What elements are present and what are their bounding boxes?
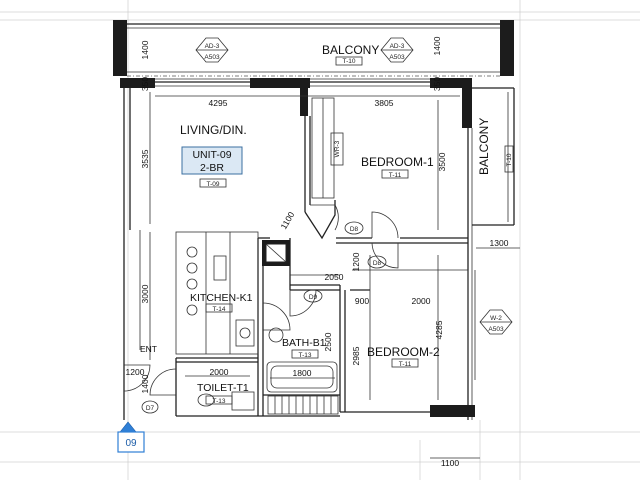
dim-bed2-2985: 2985	[351, 346, 361, 365]
dim-wall-right: 350	[432, 77, 442, 91]
dim-diag-1100: 1100	[279, 210, 297, 231]
dim-living-depth: 3535	[140, 149, 150, 168]
elevation-tag-shapes	[195, 37, 514, 335]
toilet-tag: T-13	[212, 398, 225, 405]
labels: BALCONY T-10 BALCONY T-10 LIVING/DIN. UN…	[126, 36, 513, 468]
dim-bedroom1-width: 3805	[375, 98, 394, 108]
bath-tag: T-13	[298, 352, 311, 359]
kitchen-fixtures	[149, 231, 259, 360]
bedroom1-tag: T-11	[389, 172, 402, 179]
dimension-lines	[139, 92, 520, 459]
shaft	[262, 240, 290, 266]
balcony-side-tag: T-10	[506, 153, 513, 166]
dim-bed2-2000: 2000	[412, 296, 431, 306]
balcony-side-label: BALCONY	[477, 118, 491, 175]
ad3-left-top: AD-3	[205, 43, 220, 50]
living-tag: T-09	[206, 181, 219, 188]
balcony-side-outline	[472, 87, 515, 226]
dim-toilet-1400: 1400	[140, 374, 150, 393]
dim-wall-left: 350	[140, 77, 150, 91]
w2-bottom: A503	[488, 326, 504, 333]
balcony-top-outline	[113, 20, 514, 77]
dim-bath-2500: 2500	[323, 332, 333, 351]
door-tag-shapes	[141, 132, 387, 414]
dim-toilet-1200: 1200	[126, 367, 145, 377]
w2-top: W-2	[490, 315, 502, 322]
bedroom1-label: BEDROOM-1	[361, 155, 434, 169]
toilet-label: TOILET-T1	[197, 382, 249, 394]
windows	[155, 78, 476, 380]
dim-bottom-1100: 1100	[441, 458, 460, 468]
doors	[123, 204, 399, 396]
unit-label-line1: UNIT-09	[192, 149, 231, 161]
dim-balcony-depth-right: 1400	[432, 36, 442, 55]
dim-bath-1800: 1800	[293, 368, 312, 378]
bath-fixtures	[266, 327, 339, 415]
ad3-left-bottom: A503	[204, 54, 220, 61]
dim-bed2-4285: 4285	[434, 320, 444, 339]
unit-label-line2: 2-BR	[200, 162, 224, 174]
door-tag-d8-a: D8	[350, 226, 359, 233]
dim-bedroom1-depth: 3500	[437, 152, 447, 171]
balcony-top-tag: T-10	[342, 58, 355, 65]
dim-corridor-2050: 2050	[325, 272, 344, 282]
dim-side-1300: 1300	[490, 238, 509, 248]
grid-marker-label: 09	[125, 438, 137, 449]
ad3-right-bottom: A503	[389, 54, 405, 61]
door-tag-d7: D7	[146, 405, 155, 412]
door-tag-d9: D9	[309, 294, 318, 301]
dim-kitchen-3000: 3000	[140, 284, 150, 303]
balcony-top-label: BALCONY	[322, 43, 379, 57]
bath-label: BATH-B1	[282, 337, 326, 349]
kitchen-label: KITCHEN-K1	[190, 292, 253, 304]
unit-badge	[181, 146, 243, 175]
dim-living-width: 4295	[209, 98, 228, 108]
dim-toilet-2000: 2000	[210, 367, 229, 377]
bedroom2-label: BEDROOM-2	[367, 345, 440, 359]
dim-balcony-depth: 1400	[140, 40, 150, 59]
door-tag-wr3: WR-3	[334, 140, 341, 157]
bedroom2-tag: T-11	[399, 361, 412, 368]
wardrobe	[311, 97, 335, 199]
living-label: LIVING/DIN.	[180, 123, 247, 137]
door-tag-d8-b: D8	[373, 260, 382, 267]
grid-marker: 09	[117, 421, 145, 453]
kitchen-tag: T-14	[212, 306, 225, 313]
entrance-label: ENT	[140, 344, 157, 354]
dim-bed2-900: 900	[355, 296, 369, 306]
dim-corridor-1200: 1200	[351, 252, 361, 271]
ad3-right-top: AD-3	[390, 43, 405, 50]
